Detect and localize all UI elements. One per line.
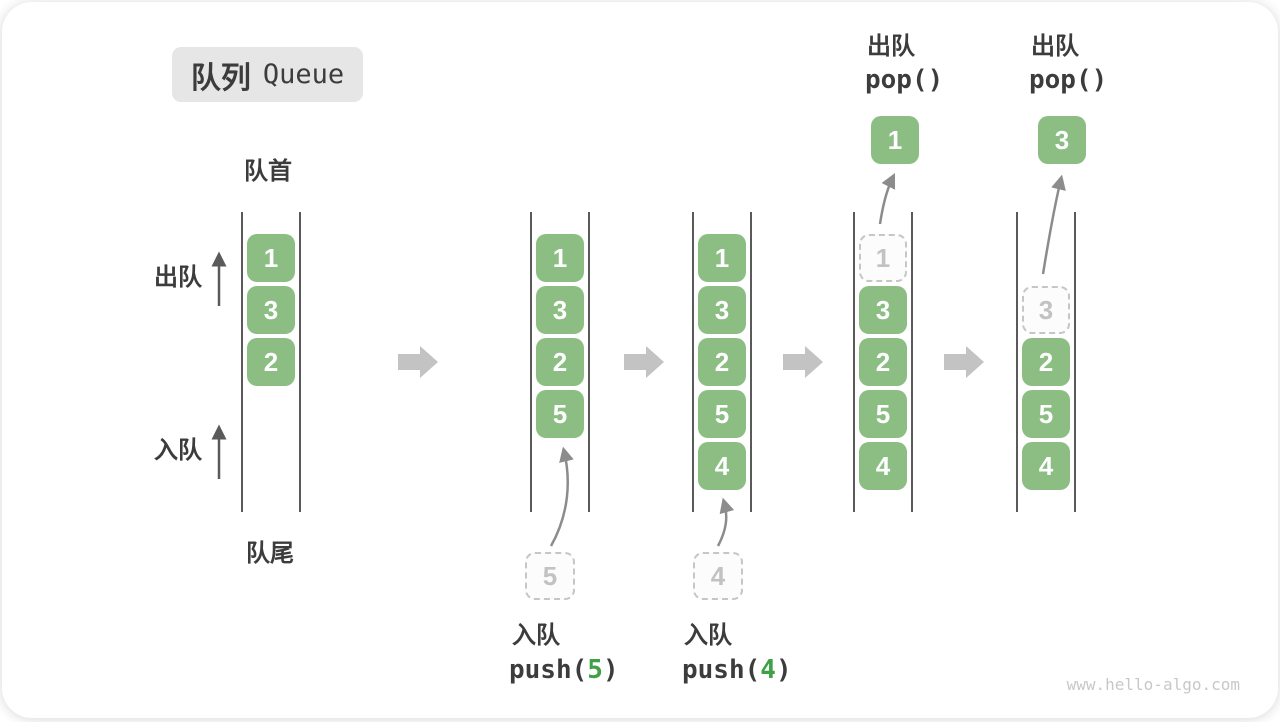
queue-cell: 4 [1022, 442, 1070, 490]
pop2-code-label: pop() [1029, 65, 1108, 95]
title-en: Queue [262, 59, 345, 90]
queue-rear-label: 队尾 [246, 540, 294, 567]
push4-code-label: push(4) [682, 655, 792, 685]
enqueue5-arrow-icon [549, 446, 574, 547]
queue-cell: 4 [859, 442, 907, 490]
pop1-code-label: pop() [865, 65, 944, 95]
step-arrow-3-icon [783, 346, 823, 378]
step-arrow-2-icon [624, 346, 664, 378]
pop2-action-label: 出队 [1031, 33, 1079, 60]
pending-cell: 4 [693, 552, 743, 600]
queue-wall-r [911, 212, 913, 512]
queue-wall-l [530, 212, 532, 512]
queue-cell: 2 [536, 338, 584, 386]
queue-wall-l [241, 212, 243, 512]
push5-code-arg: 5 [587, 655, 603, 685]
watermark: www.hello-algo.com [1066, 675, 1240, 694]
step-arrow-1-icon [398, 346, 438, 378]
queue-cell: 2 [1022, 338, 1070, 386]
queue-wall-r [299, 212, 301, 512]
queue-cell: 5 [536, 390, 584, 438]
queue-wall-l [692, 212, 694, 512]
title-zh: 队列 [190, 61, 251, 95]
queue-cell: 1 [698, 234, 746, 282]
queue-wall-l [853, 212, 855, 512]
title-box: 队列 Queue [172, 47, 363, 102]
pop1-action-label: 出队 [867, 33, 915, 60]
queue-cell: 3 [247, 286, 295, 334]
push4-code-arg: 4 [760, 655, 776, 685]
queue-cell: 1 [536, 234, 584, 282]
step-arrow-4-icon [944, 346, 984, 378]
queue-cell: 2 [698, 338, 746, 386]
queue-cell: 5 [859, 390, 907, 438]
push4-code-post: ) [775, 655, 792, 685]
queue-cell: 5 [1022, 390, 1070, 438]
queue-cell: 1 [247, 234, 295, 282]
queue-wall-l [1016, 212, 1018, 512]
push5-code-label: push(5) [509, 655, 619, 685]
queue-wall-r [750, 212, 752, 512]
popped-cell: 1 [871, 116, 919, 164]
dequeue1-arrow-icon [878, 172, 896, 225]
queue-cell: 2 [247, 338, 295, 386]
dequeue3-arrow-icon [1041, 174, 1066, 275]
queue-wall-r [588, 212, 590, 512]
push4-code-pre: push( [682, 655, 761, 685]
push4-action-label: 入队 [684, 622, 732, 649]
enqueue-side-label: 入队 [154, 437, 202, 464]
queue-cell: 2 [859, 338, 907, 386]
queue-cell: 5 [698, 390, 746, 438]
queue-cell: 3 [536, 286, 584, 334]
queue-cell-dashed: 3 [1022, 286, 1070, 334]
queue-cell: 3 [859, 286, 907, 334]
queue-wall-r [1074, 212, 1076, 512]
queue-front-label: 队首 [244, 158, 292, 185]
queue-cell: 3 [698, 286, 746, 334]
push5-code-pre: push( [509, 655, 588, 685]
queue-cell: 4 [698, 442, 746, 490]
push5-action-label: 入队 [512, 622, 560, 649]
pending-cell: 5 [525, 552, 575, 600]
enqueue4-arrow-icon [716, 497, 735, 547]
queue-cell-dashed: 1 [859, 234, 907, 282]
dequeue-side-label: 出队 [154, 264, 202, 291]
push5-code-post: ) [602, 655, 619, 685]
popped-cell: 3 [1038, 116, 1086, 164]
